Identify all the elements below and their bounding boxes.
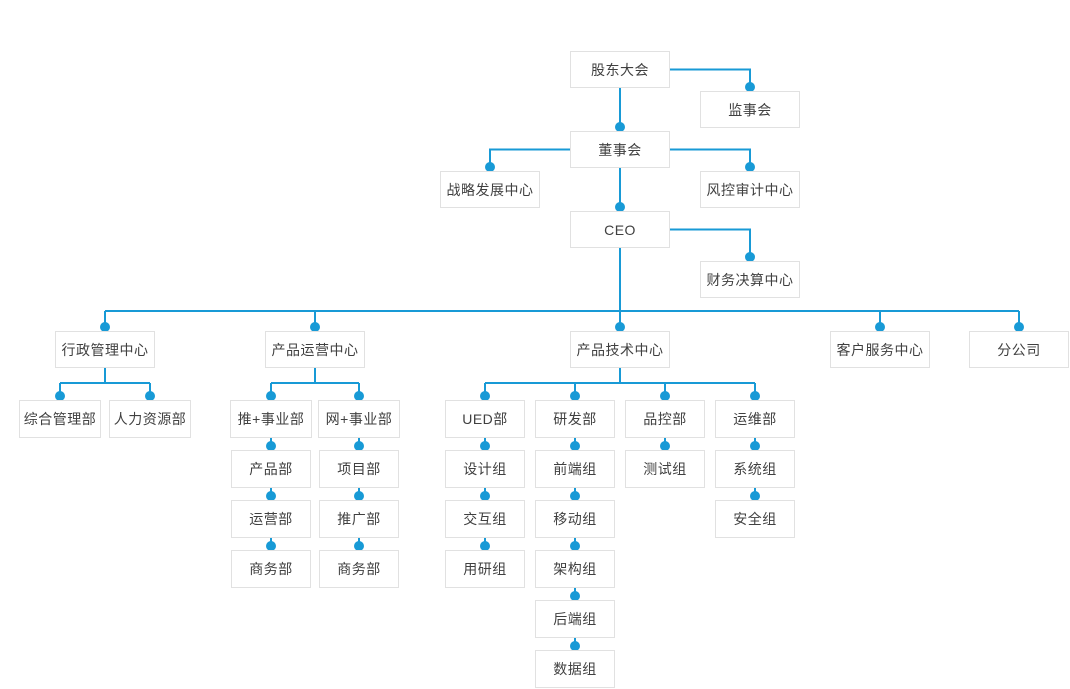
- org-connector-line: [670, 148, 751, 171]
- org-connector-dot: [615, 202, 625, 212]
- org-connector-dot: [570, 591, 580, 601]
- org-node-design-group[interactable]: 设计组: [445, 450, 525, 488]
- org-node-user-research-group[interactable]: 用研组: [445, 550, 525, 588]
- org-connector-dot: [745, 162, 755, 172]
- org-connector-dot: [485, 162, 495, 172]
- org-connector-dot: [354, 391, 364, 401]
- org-node-risk-audit-center[interactable]: 风控审计中心: [700, 171, 800, 208]
- org-connector-dot: [266, 391, 276, 401]
- org-connector-dot: [480, 491, 490, 501]
- org-node-product-dept[interactable]: 产品部: [231, 450, 311, 488]
- org-connector-line: [670, 68, 751, 91]
- org-connector-dot: [750, 491, 760, 501]
- org-connector-dot: [615, 322, 625, 332]
- org-connector-dot: [750, 441, 760, 451]
- org-connector-dot: [55, 391, 65, 401]
- org-node-project-dept[interactable]: 项目部: [319, 450, 399, 488]
- org-node-branch-company[interactable]: 分公司: [969, 331, 1069, 368]
- org-node-testing-group[interactable]: 测试组: [625, 450, 705, 488]
- org-connector-dot: [480, 541, 490, 551]
- org-connector-line: [670, 228, 751, 261]
- org-node-ops-maintenance-dept[interactable]: 运维部: [715, 400, 795, 438]
- org-connector-dot: [480, 391, 490, 401]
- org-node-backend-group[interactable]: 后端组: [535, 600, 615, 638]
- org-node-supervisory-board[interactable]: 监事会: [700, 91, 800, 128]
- org-connector-dot: [266, 491, 276, 501]
- org-connector-dot: [354, 491, 364, 501]
- org-connector-dot: [660, 391, 670, 401]
- org-connector-dot: [266, 541, 276, 551]
- org-node-operations-dept[interactable]: 运营部: [231, 500, 311, 538]
- org-node-business-dept-tui[interactable]: 商务部: [231, 550, 311, 588]
- org-node-business-dept-wang[interactable]: 商务部: [319, 550, 399, 588]
- org-node-rd-dept[interactable]: 研发部: [535, 400, 615, 438]
- org-connector-line: [489, 148, 570, 171]
- org-connector-dot: [570, 441, 580, 451]
- org-connector-dot: [354, 441, 364, 451]
- org-connector-dot: [875, 322, 885, 332]
- org-node-tui-plus-division[interactable]: 推+事业部: [230, 400, 312, 438]
- org-connector-dot: [570, 541, 580, 551]
- org-connector-dot: [354, 541, 364, 551]
- org-connector-dot: [310, 322, 320, 332]
- org-node-ceo[interactable]: CEO: [570, 211, 670, 248]
- org-connector-dot: [570, 491, 580, 501]
- org-connector-dot: [745, 82, 755, 92]
- org-node-product-ops-center[interactable]: 产品运营中心: [265, 331, 365, 368]
- org-node-wang-plus-division[interactable]: 网+事业部: [318, 400, 400, 438]
- org-node-security-group[interactable]: 安全组: [715, 500, 795, 538]
- org-connector-dot: [145, 391, 155, 401]
- org-connector-dot: [745, 252, 755, 262]
- org-connector-dot: [750, 391, 760, 401]
- org-node-product-tech-center[interactable]: 产品技术中心: [570, 331, 670, 368]
- org-node-mobile-group[interactable]: 移动组: [535, 500, 615, 538]
- org-node-hr-dept[interactable]: 人力资源部: [109, 400, 191, 438]
- org-node-strategy-dev-center[interactable]: 战略发展中心: [440, 171, 540, 208]
- org-node-architecture-group[interactable]: 架构组: [535, 550, 615, 588]
- org-connector-dot: [1014, 322, 1024, 332]
- org-node-system-group[interactable]: 系统组: [715, 450, 795, 488]
- org-connector-dot: [660, 441, 670, 451]
- org-node-finance-settlement-center[interactable]: 财务决算中心: [700, 261, 800, 298]
- org-node-qc-dept[interactable]: 品控部: [625, 400, 705, 438]
- org-connector-dot: [570, 391, 580, 401]
- org-node-general-mgmt-dept[interactable]: 综合管理部: [19, 400, 101, 438]
- org-node-ued-dept[interactable]: UED部: [445, 400, 525, 438]
- org-node-board-of-directors[interactable]: 董事会: [570, 131, 670, 168]
- org-node-shareholders-meeting[interactable]: 股东大会: [570, 51, 670, 88]
- org-node-interaction-group[interactable]: 交互组: [445, 500, 525, 538]
- org-node-admin-mgmt-center[interactable]: 行政管理中心: [55, 331, 155, 368]
- org-connector-dot: [615, 122, 625, 132]
- org-node-data-group[interactable]: 数据组: [535, 650, 615, 688]
- org-node-promotion-dept[interactable]: 推广部: [319, 500, 399, 538]
- org-connector-dot: [266, 441, 276, 451]
- org-connector-dot: [480, 441, 490, 451]
- org-node-customer-service-center[interactable]: 客户服务中心: [830, 331, 930, 368]
- org-node-frontend-group[interactable]: 前端组: [535, 450, 615, 488]
- org-connector-dot: [570, 641, 580, 651]
- org-connector-dot: [100, 322, 110, 332]
